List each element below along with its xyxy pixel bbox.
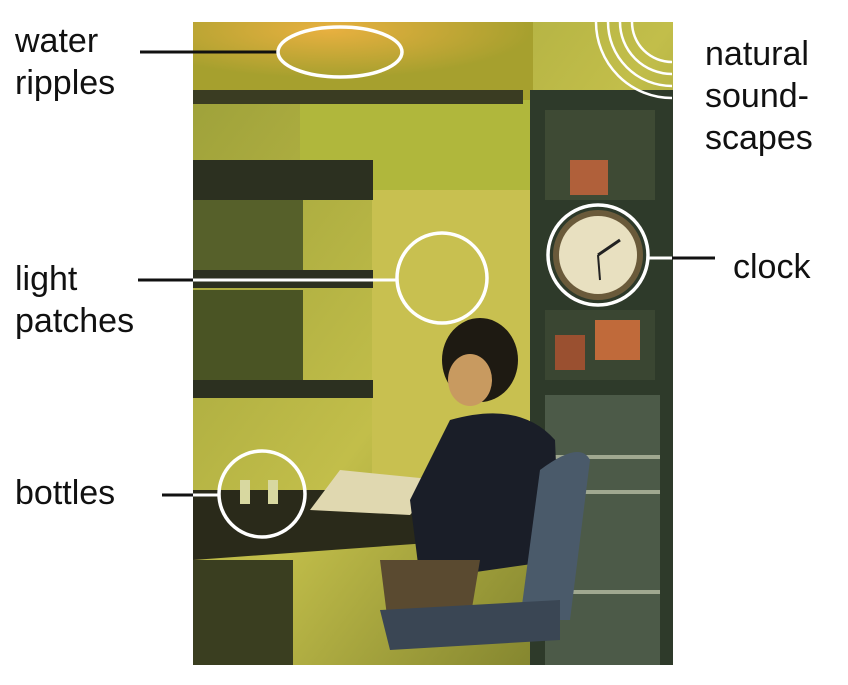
water-ripples-marker	[276, 25, 404, 79]
clock-marker	[546, 203, 650, 307]
label-light-patches: light patches	[15, 260, 135, 340]
soundscape-arcs-icon	[594, 21, 673, 100]
label-water-ripples: water ripples	[15, 22, 116, 102]
label-bottles: bottles	[15, 474, 116, 512]
label-natural-soundscapes: natural sound- scapes	[705, 35, 813, 157]
bottles-marker	[217, 449, 307, 539]
light-patches-marker	[395, 231, 489, 325]
photo	[193, 22, 673, 665]
label-clock: clock	[733, 248, 811, 286]
